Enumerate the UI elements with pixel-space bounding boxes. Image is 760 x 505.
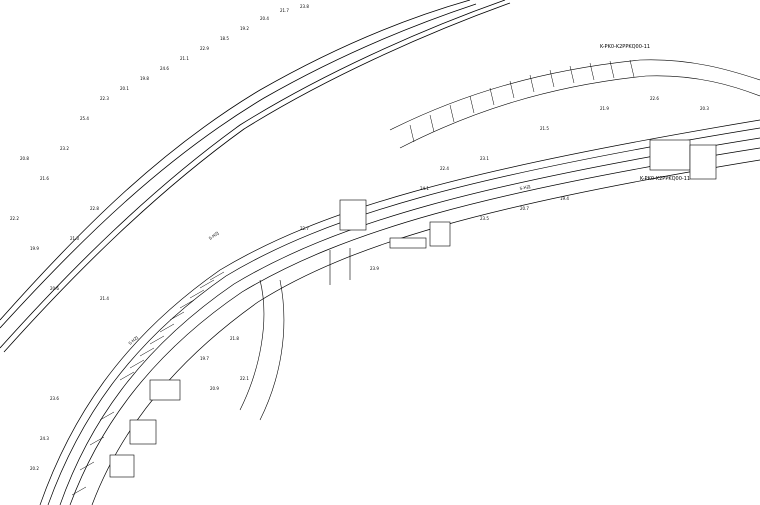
svg-text:24.6: 24.6 — [160, 66, 169, 71]
svg-text:18.5: 18.5 — [220, 36, 229, 41]
svg-text:21.6: 21.6 — [40, 176, 49, 181]
svg-text:19.8: 19.8 — [140, 76, 149, 81]
buildings — [109, 139, 717, 478]
svg-text:S-HZJ: S-HZJ — [208, 230, 220, 240]
svg-text:20.4: 20.4 — [260, 16, 269, 21]
river-line-inner-2 — [3, 2, 511, 353]
svg-text:23.5: 23.5 — [480, 216, 489, 221]
road-labels: S-HZJ S-HZJ S-HZJ — [127, 184, 530, 346]
svg-text:23.9: 23.9 — [370, 266, 379, 271]
svg-text:20.7: 20.7 — [520, 206, 529, 211]
svg-text:20.6: 20.6 — [50, 286, 59, 291]
svg-text:22.9: 22.9 — [200, 46, 209, 51]
survey-elevation-points: 20.8 21.6 23.2 25.4 22.3 20.1 19.8 24.6 … — [10, 4, 709, 471]
map-labels: K-PK0-K2PPKQ00-11 K-PK0-K2PPKQ00-11 — [600, 44, 690, 182]
road-hatching — [71, 271, 225, 496]
road-edge-5 — [91, 159, 760, 505]
svg-text:19.2: 19.2 — [240, 26, 249, 31]
svg-text:20.2: 20.2 — [30, 466, 39, 471]
svg-text:21.8: 21.8 — [230, 336, 239, 341]
embankment-band — [389, 59, 760, 149]
svg-text:21.3: 21.3 — [70, 236, 79, 241]
svg-text:21.7: 21.7 — [280, 8, 289, 13]
building — [339, 199, 367, 231]
annotation-note-2: K-PK0-K2PPKQ00-11 — [600, 44, 650, 50]
svg-text:21.5: 21.5 — [540, 126, 549, 131]
svg-text:23.1: 23.1 — [480, 156, 489, 161]
svg-text:22.2: 22.2 — [10, 216, 19, 221]
road-edge-4 — [69, 147, 760, 505]
road-edge-2 — [47, 127, 760, 505]
svg-text:20.3: 20.3 — [700, 106, 709, 111]
svg-text:24.1: 24.1 — [420, 186, 429, 191]
svg-text:23.6: 23.6 — [50, 396, 59, 401]
building — [649, 139, 691, 171]
building — [689, 144, 717, 180]
svg-text:22.8: 22.8 — [90, 206, 99, 211]
building — [149, 379, 181, 401]
svg-text:19.9: 19.9 — [30, 246, 39, 251]
svg-text:19.7: 19.7 — [200, 356, 209, 361]
svg-text:22.6: 22.6 — [650, 96, 659, 101]
svg-text:24.3: 24.3 — [40, 436, 49, 441]
svg-text:20.8: 20.8 — [20, 156, 29, 161]
river-line-inner — [0, 0, 506, 349]
embankment-hatch — [409, 59, 635, 143]
embankment-top — [389, 59, 760, 131]
svg-text:21.4: 21.4 — [100, 296, 109, 301]
svg-text:23.2: 23.2 — [60, 146, 69, 151]
svg-text:S-HZJ: S-HZJ — [519, 184, 531, 191]
svg-text:23.8: 23.8 — [300, 4, 309, 9]
svg-text:25.4: 25.4 — [80, 116, 89, 121]
svg-text:22.3: 22.3 — [100, 96, 109, 101]
svg-text:19.4: 19.4 — [560, 196, 569, 201]
svg-text:20.9: 20.9 — [210, 386, 219, 391]
river-line-outer-2 — [0, 3, 477, 329]
annotation-note: K-PK0-K2PPKQ00-11 — [640, 176, 690, 182]
road-edge-3 — [59, 137, 760, 505]
river-line-outer — [0, 0, 471, 321]
svg-text:21.1: 21.1 — [180, 56, 189, 61]
lower-road-branch — [239, 248, 351, 421]
svg-text:22.4: 22.4 — [440, 166, 449, 171]
svg-text:22.7: 22.7 — [300, 226, 309, 231]
building — [129, 419, 157, 445]
svg-text:20.1: 20.1 — [120, 86, 129, 91]
svg-text:21.9: 21.9 — [600, 106, 609, 111]
embankment-bottom — [399, 75, 760, 149]
svg-text:S-HZJ: S-HZJ — [127, 335, 139, 346]
road-edge-1 — [39, 119, 760, 505]
building — [109, 454, 135, 478]
svg-text:22.1: 22.1 — [240, 376, 249, 381]
building — [389, 237, 427, 249]
river-bank-lines — [0, 0, 511, 353]
building — [429, 221, 451, 247]
